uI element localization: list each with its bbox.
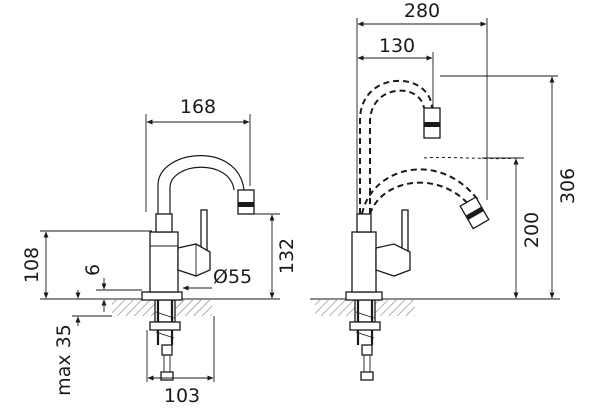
front-spout-neck	[155, 213, 173, 233]
side-spout-raised-path	[359, 79, 433, 214]
side-view: 280 130 200 306	[310, 0, 579, 381]
front-handle-body	[177, 243, 211, 277]
side-spout-neck	[356, 213, 372, 233]
side-mounting-hardware	[349, 299, 381, 381]
dim-side-inner-reach: 130	[379, 35, 415, 57]
side-base	[345, 291, 383, 301]
front-mounting-hardware	[149, 299, 181, 381]
front-base	[141, 291, 183, 301]
side-body	[351, 231, 377, 293]
dim-front-base-diameter: Ø55	[213, 266, 252, 288]
dim-front-total-height: 108	[21, 247, 43, 283]
dim-front-base-width: 103	[164, 385, 200, 407]
dim-side-total-reach: 280	[404, 0, 440, 22]
front-view: 168 108 6 132 Ø55 max 35 103	[21, 96, 298, 407]
front-spout	[157, 155, 245, 214]
side-handle-body	[375, 243, 411, 277]
dim-front-spout-reach: 168	[180, 96, 216, 118]
dim-side-high-height: 306	[557, 168, 579, 204]
dim-front-base-thickness: 6	[82, 264, 104, 276]
dim-side-low-height: 200	[521, 212, 543, 248]
dim-front-mount-depth: max 35	[53, 324, 75, 396]
front-body	[149, 231, 179, 293]
dim-front-outlet-height: 132	[276, 238, 298, 274]
